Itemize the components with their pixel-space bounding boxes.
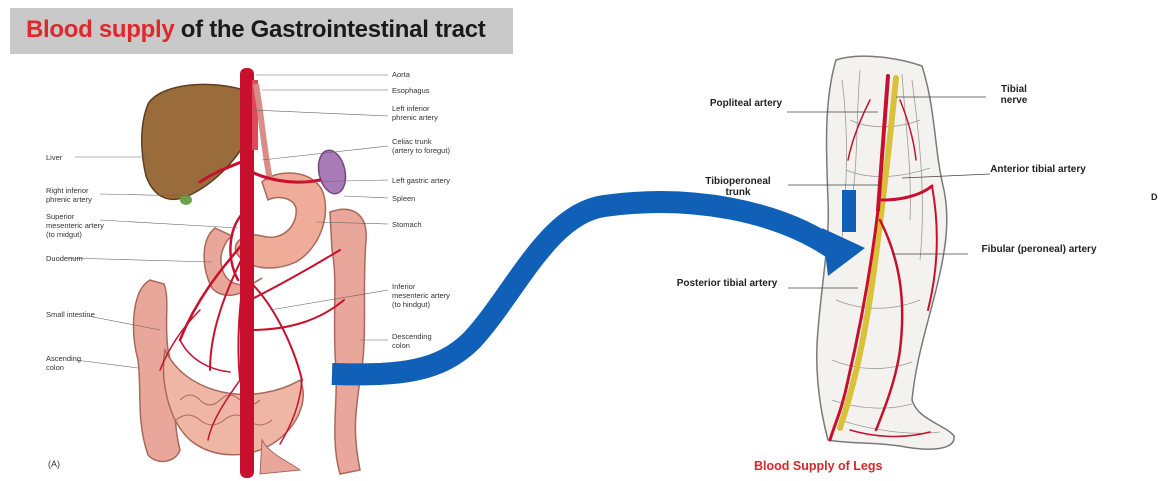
label-spleen: Spleen (392, 194, 415, 203)
leg-caption: Blood Supply of Legs (754, 459, 882, 473)
gi-illustration (68, 68, 388, 478)
aorta (240, 68, 254, 478)
label-tibioperoneal-trunk: Tibioperoneal trunk (692, 176, 784, 198)
label-posterior-tibial-artery: Posterior tibial artery (668, 278, 786, 289)
label-left-inferior-phrenic-artery: Left inferior phrenic artery (392, 104, 444, 122)
descending-colon (330, 209, 366, 474)
label-fibular-artery: Fibular (peroneal) artery (970, 244, 1108, 255)
label-duodenum: Duodenum (46, 254, 83, 263)
label-tibial-nerve: Tibial nerve (988, 84, 1040, 106)
label-descending-colon: Descending colon (392, 332, 438, 350)
leg-illustration (787, 56, 990, 449)
label-inferior-mesenteric-artery: Inferior mesenteric artery (to hindgut) (392, 282, 454, 309)
label-small-intestine: Small intestine (46, 310, 95, 319)
label-stomach: Stomach (392, 220, 422, 229)
label-anterior-tibial-artery: Anterior tibial artery (990, 164, 1086, 175)
label-left-gastric-artery: Left gastric artery (392, 176, 450, 185)
label-aorta: Aorta (392, 70, 410, 79)
label-ascending-colon: Ascending colon (46, 354, 86, 372)
label-right-inferior-phrenic-artery: Right inferior phrenic artery (46, 186, 102, 204)
label-celiac-trunk: Celiac trunk (artery to foregut) (392, 137, 450, 155)
edge-fragment: D (1151, 192, 1158, 202)
panel-letter: (A) (48, 460, 60, 469)
label-liver: Liver (46, 153, 62, 162)
label-esophagus: Esophagus (392, 86, 430, 95)
label-superior-mesenteric-artery: Superior mesenteric artery (to midgut) (46, 212, 104, 239)
label-popliteal-artery: Popliteal artery (708, 98, 784, 109)
